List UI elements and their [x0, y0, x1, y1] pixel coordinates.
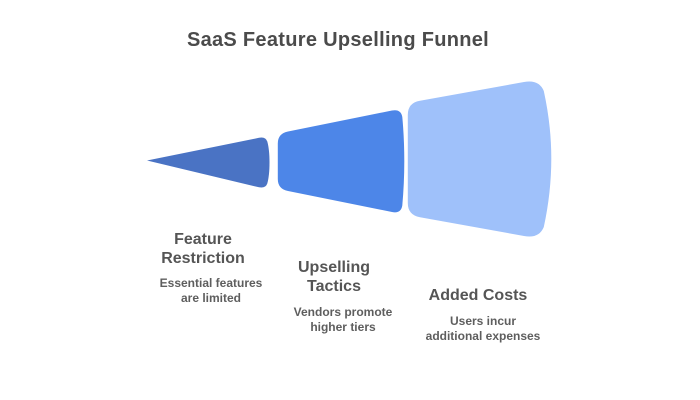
funnel-segment-upselling-tactics: [277, 110, 405, 213]
funnel-segment-added-costs: [407, 81, 552, 237]
segment-sublabel-added-costs: Users incur additional expenses: [425, 314, 541, 343]
segment-label-upselling-tactics: Upselling Tactics: [297, 259, 370, 295]
segment-sublabel-upselling-tactics: Vendors promote higher tiers: [293, 305, 393, 334]
funnel-segment-feature-restriction: [147, 137, 270, 188]
segment-label-added-costs: Added Costs: [428, 287, 528, 304]
segment-sublabel-feature-restriction: Essential features are limited: [159, 276, 263, 305]
segment-label-feature-restriction: Feature Restriction: [161, 231, 245, 267]
chart-title: SaaS Feature Upselling Funnel: [186, 29, 490, 51]
